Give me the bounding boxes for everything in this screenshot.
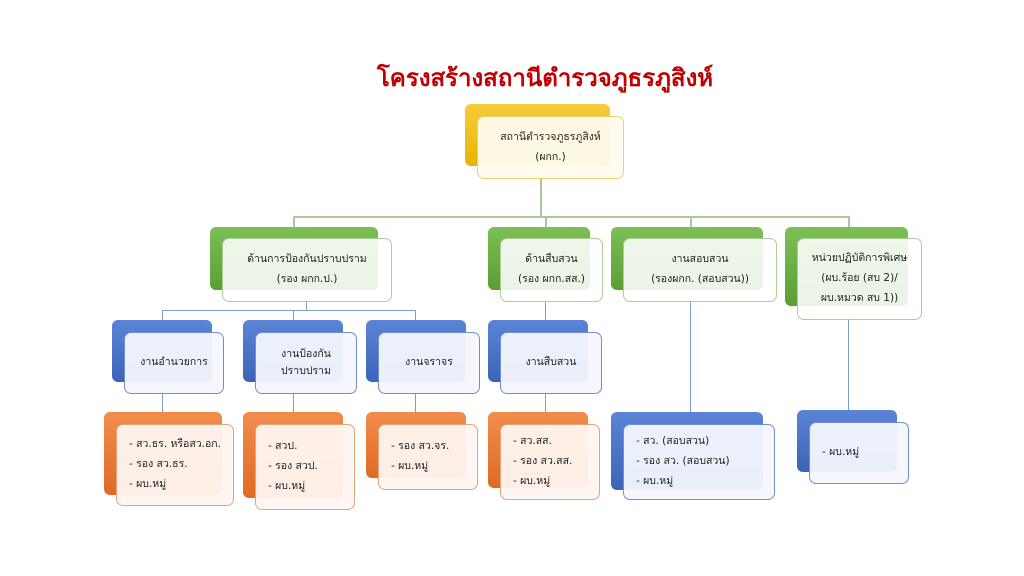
node-label: งานจราจร: [405, 356, 453, 369]
connector: [690, 300, 692, 412]
connector: [293, 216, 849, 218]
connector: [545, 300, 547, 320]
node-label: (ผกก.): [535, 150, 566, 163]
node-label: หน่วยปฏิบัติการพิเศษ: [811, 252, 908, 265]
node-label: ผบ.หมวด สบ 1)): [820, 291, 899, 304]
staff-node: - รอง สว.จร. - ผบ.หมู่: [378, 424, 478, 490]
connector: [162, 392, 164, 412]
unit-node: งานจราจร: [378, 332, 480, 394]
staff-item: - ผบ.หมู่: [268, 479, 306, 492]
node-label: ด้านการป้องกันปราบปราม: [247, 253, 367, 266]
connector: [306, 300, 308, 310]
staff-item: - รอง สว. (สอบสวน): [636, 455, 730, 468]
division-node-special-ops: หน่วยปฏิบัติการพิเศษ (ผบ.ร้อย (สบ 2)/ ผบ.ห…: [797, 238, 922, 320]
staff-node: - ผบ.หมู่: [809, 422, 909, 484]
staff-item: - รอง สว.จร.: [391, 440, 450, 453]
staff-item: - สวป.: [268, 440, 298, 453]
node-label: (รอง ผกก.ป.): [276, 273, 338, 285]
staff-item: - รอง สว.ธร.: [129, 458, 188, 471]
connector: [848, 216, 850, 228]
connector: [540, 177, 542, 217]
node-label: ปราบปราม: [281, 365, 331, 377]
root-node: สถานีตำรวจภูธรภูสิงห์ (ผกก.): [477, 116, 624, 179]
staff-item: - สว. (สอบสวน): [636, 435, 710, 448]
unit-node: งานป้องกันปราบปราม: [255, 332, 357, 394]
connector: [545, 392, 547, 412]
node-label: งานสอบสวน: [671, 253, 729, 266]
node-label: สถานีตำรวจภูธรภูสิงห์: [500, 130, 601, 143]
node-label: (ผบ.ร้อย (สบ 2)/: [821, 272, 898, 285]
staff-item: - รอง สวป.: [268, 460, 318, 473]
connector: [293, 392, 295, 412]
connector: [162, 310, 416, 312]
staff-node: - สวป. - รอง สวป. - ผบ.หมู่: [255, 424, 355, 510]
division-node-inquiry: งานสอบสวน (รองผกก. (สอบสวน)): [623, 238, 777, 302]
node-label: งานป้องกัน: [281, 348, 331, 361]
connector: [690, 216, 692, 228]
connector: [848, 318, 850, 410]
staff-item: - ผบ.หมู่: [822, 446, 860, 459]
connector: [293, 216, 295, 228]
staff-item: - ผบ.หมู่: [636, 474, 674, 487]
staff-item: - ผบ.หมู่: [129, 477, 167, 490]
division-node-investigation: ด้านสืบสวน (รอง ผกก.สส.): [500, 238, 603, 302]
node-label: งานอำนวยการ: [140, 356, 208, 369]
node-label: (รอง ผกก.สส.): [518, 273, 585, 285]
staff-item: - ผบ.หมู่: [513, 474, 551, 487]
staff-node: - สว.ธร. หรือสว.อก. - รอง สว.ธร. - ผบ.หมู่: [116, 424, 234, 506]
chart-title: โครงสร้างสถานีตำรวจภูธรภูสิงห์: [376, 64, 714, 92]
staff-item: - ผบ.หมู่: [391, 460, 429, 472]
connector: [162, 310, 164, 320]
node-label: งานสืบสวน: [525, 356, 577, 369]
connector: [415, 310, 417, 320]
staff-item: - สว.ธร. หรือสว.อก.: [129, 438, 222, 451]
staff-item: - สว.สส.: [513, 435, 552, 448]
unit-node: งานอำนวยการ: [124, 332, 224, 394]
node-label: (รองผกก. (สอบสวน)): [651, 273, 749, 285]
staff-node: - สว.สส. - รอง สว.สส. - ผบ.หมู่: [500, 424, 600, 500]
unit-node: งานสืบสวน: [500, 332, 602, 394]
connector: [545, 216, 547, 228]
node-label: ด้านสืบสวน: [525, 253, 578, 266]
staff-node: - สว. (สอบสวน) - รอง สว. (สอบสวน) - ผบ.หมู…: [623, 424, 775, 500]
connector: [293, 310, 295, 320]
staff-item: - รอง สว.สส.: [513, 455, 573, 468]
connector: [415, 392, 417, 412]
division-node-prevention: ด้านการป้องกันปราบปราม (รอง ผกก.ป.): [222, 238, 392, 302]
